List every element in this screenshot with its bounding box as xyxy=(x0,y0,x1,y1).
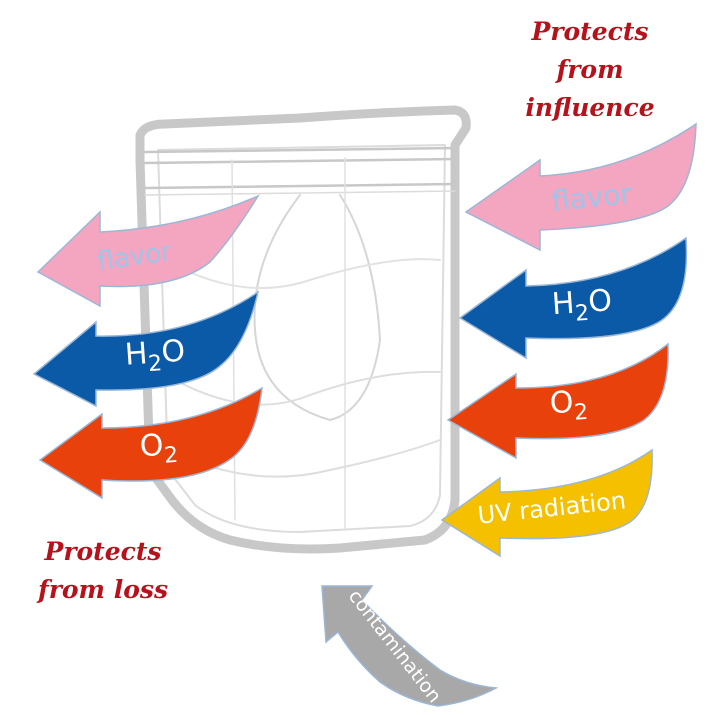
arrow-in-h2o-main: H xyxy=(551,286,576,322)
arrow-in-o2-sub: 2 xyxy=(573,400,589,426)
heading-influence-line3: influence xyxy=(525,93,654,122)
pouch-inner-outline xyxy=(157,144,446,533)
arrow-in-flavor-shape xyxy=(464,122,697,252)
arrow-out-h2o-sub: 2 xyxy=(147,351,163,377)
arrow-out-h2o: H2O xyxy=(32,290,260,408)
zip-line-1 xyxy=(143,146,457,154)
arrow-out-h2o-main: H xyxy=(124,336,149,372)
arrow-out-o2-shape xyxy=(38,386,263,500)
zip-line-2 xyxy=(143,157,457,165)
heading-loss-line1: Protects xyxy=(44,537,162,566)
arrow-in-h2o-shape xyxy=(458,236,688,360)
pouch-content-curve-3 xyxy=(184,258,441,289)
arrow-in-o2-main: O xyxy=(549,385,575,422)
arrow-in-h2o-tail: O xyxy=(587,283,613,320)
arrow-out-o2: O2 xyxy=(38,386,263,500)
arrow-out-flavor: flavor xyxy=(36,194,260,308)
arrow-in-contamination: contamination xyxy=(321,585,499,707)
zip-line-3 xyxy=(143,182,457,190)
arrow-in-h2o-sub: 2 xyxy=(574,301,590,327)
heading-influence-line1: Protects xyxy=(531,17,649,46)
arrow-out-h2o-label: H2O xyxy=(124,334,187,379)
arrow-in-h2o-label: H2O xyxy=(551,283,614,328)
pouch-content-curve-2 xyxy=(174,370,441,406)
pouch-fold-curve xyxy=(253,194,381,421)
arrow-in-o2-shape xyxy=(446,342,669,460)
heading-influence-line2: from xyxy=(554,55,623,84)
arrow-in-uv-shape xyxy=(440,448,653,558)
arrow-out-h2o-tail: O xyxy=(160,334,186,371)
arrow-in-o2: O2 xyxy=(446,342,669,460)
arrow-out-h2o-shape xyxy=(32,290,260,408)
zip-line-4 xyxy=(144,190,456,196)
arrow-in-uv: UV radiation xyxy=(440,448,653,558)
pouch-outer-outline xyxy=(135,105,471,554)
arrow-out-o2-main: O xyxy=(139,428,165,465)
heading-loss-line2: from loss xyxy=(36,575,168,604)
arrow-out-o2-label: O2 xyxy=(139,427,179,471)
arrow-in-h2o: H2O xyxy=(458,236,688,360)
arrow-out-o2-sub: 2 xyxy=(163,443,179,469)
arrow-out-flavor-shape xyxy=(36,194,260,308)
arrow-in-o2-label: O2 xyxy=(549,384,589,428)
arrow-in-flavor: flavor xyxy=(464,122,697,252)
arrow-in-contamination-shape xyxy=(321,585,499,707)
